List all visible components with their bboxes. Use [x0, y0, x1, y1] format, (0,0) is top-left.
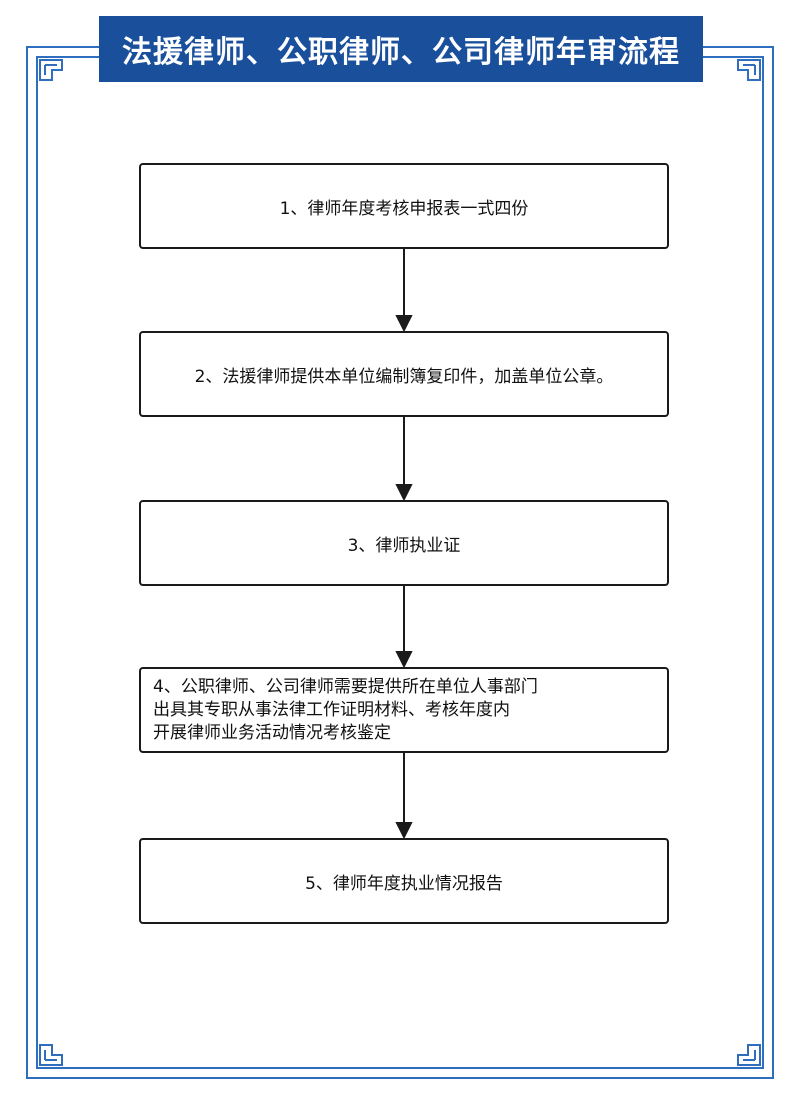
flow-step-3-text: 3、律师执业证 [347, 535, 461, 556]
flow-step-1-text: 1、律师年度考核申报表一式四份 [279, 198, 529, 219]
page-title: 法援律师、公职律师、公司律师年审流程 [122, 35, 680, 70]
flow-step-5: 5、律师年度执业情况报告 [139, 838, 669, 924]
title-banner: 法援律师、公职律师、公司律师年审流程 [99, 16, 703, 82]
flow-step-4-line-3: 开展律师业务活动情况考核鉴定 [153, 722, 391, 743]
flow-step-5-text: 5、律师年度执业情况报告 [305, 873, 503, 894]
flow-step-1: 1、律师年度考核申报表一式四份 [139, 163, 669, 249]
flow-step-4-text: 4、公职律师、公司律师需要提供所在单位人事部门 出具其专职从事法律工作证明材料、… [153, 676, 538, 745]
corner-ornament-bottom-left [39, 1044, 63, 1066]
flow-step-2: 2、法援律师提供本单位编制簿复印件，加盖单位公章。 [139, 331, 669, 417]
corner-ornament-top-right [737, 59, 761, 81]
corner-ornament-bottom-right [737, 1044, 761, 1066]
flow-step-4-line-1: 4、公职律师、公司律师需要提供所在单位人事部门 [153, 676, 538, 697]
corner-ornament-top-left [39, 59, 63, 81]
flow-step-4: 4、公职律师、公司律师需要提供所在单位人事部门 出具其专职从事法律工作证明材料、… [139, 667, 669, 753]
flow-step-2-text: 2、法援律师提供本单位编制簿复印件，加盖单位公章。 [194, 366, 614, 387]
flow-step-3: 3、律师执业证 [139, 500, 669, 586]
flow-step-4-line-2: 出具其专职从事法律工作证明材料、考核年度内 [153, 699, 510, 720]
